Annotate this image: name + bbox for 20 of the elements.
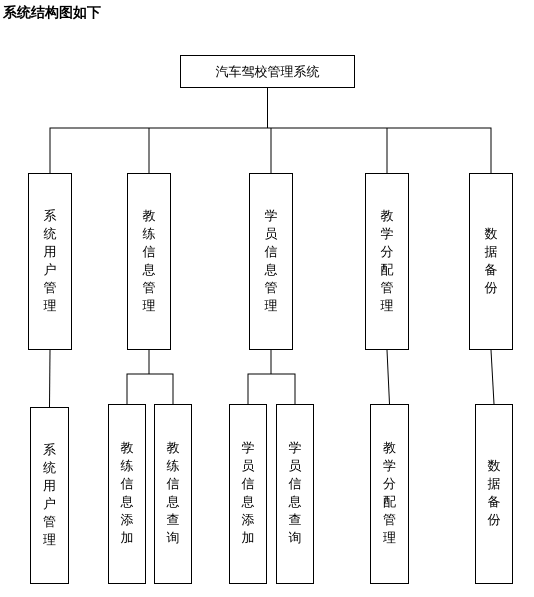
connector-line: [49, 350, 50, 408]
connector-line: [490, 350, 494, 404]
connector-line: [386, 350, 390, 404]
module-box: 教学分配管理: [365, 173, 409, 350]
module-box: 系统用户管理: [30, 407, 69, 584]
module-box: 系统用户管理: [28, 173, 72, 350]
module-box: 教练信息添加: [108, 404, 146, 584]
module-box: 教练信息管理: [127, 173, 171, 350]
connector-line: [267, 88, 492, 174]
module-box: 教学分配管理: [370, 404, 409, 584]
heading: 系统结构图如下: [3, 4, 101, 22]
connector-line: [270, 350, 296, 404]
module-box: 学员信息查询: [276, 404, 314, 584]
module-box: 数据备份: [475, 404, 513, 584]
module-box: 数据备份: [469, 173, 513, 350]
module-box: 教练信息查询: [154, 404, 192, 584]
connector-line: [148, 350, 174, 404]
module-box: 学员信息添加: [229, 404, 267, 584]
module-box: 学员信息管理: [249, 173, 293, 350]
module-box: 汽车驾校管理系统: [180, 55, 355, 88]
